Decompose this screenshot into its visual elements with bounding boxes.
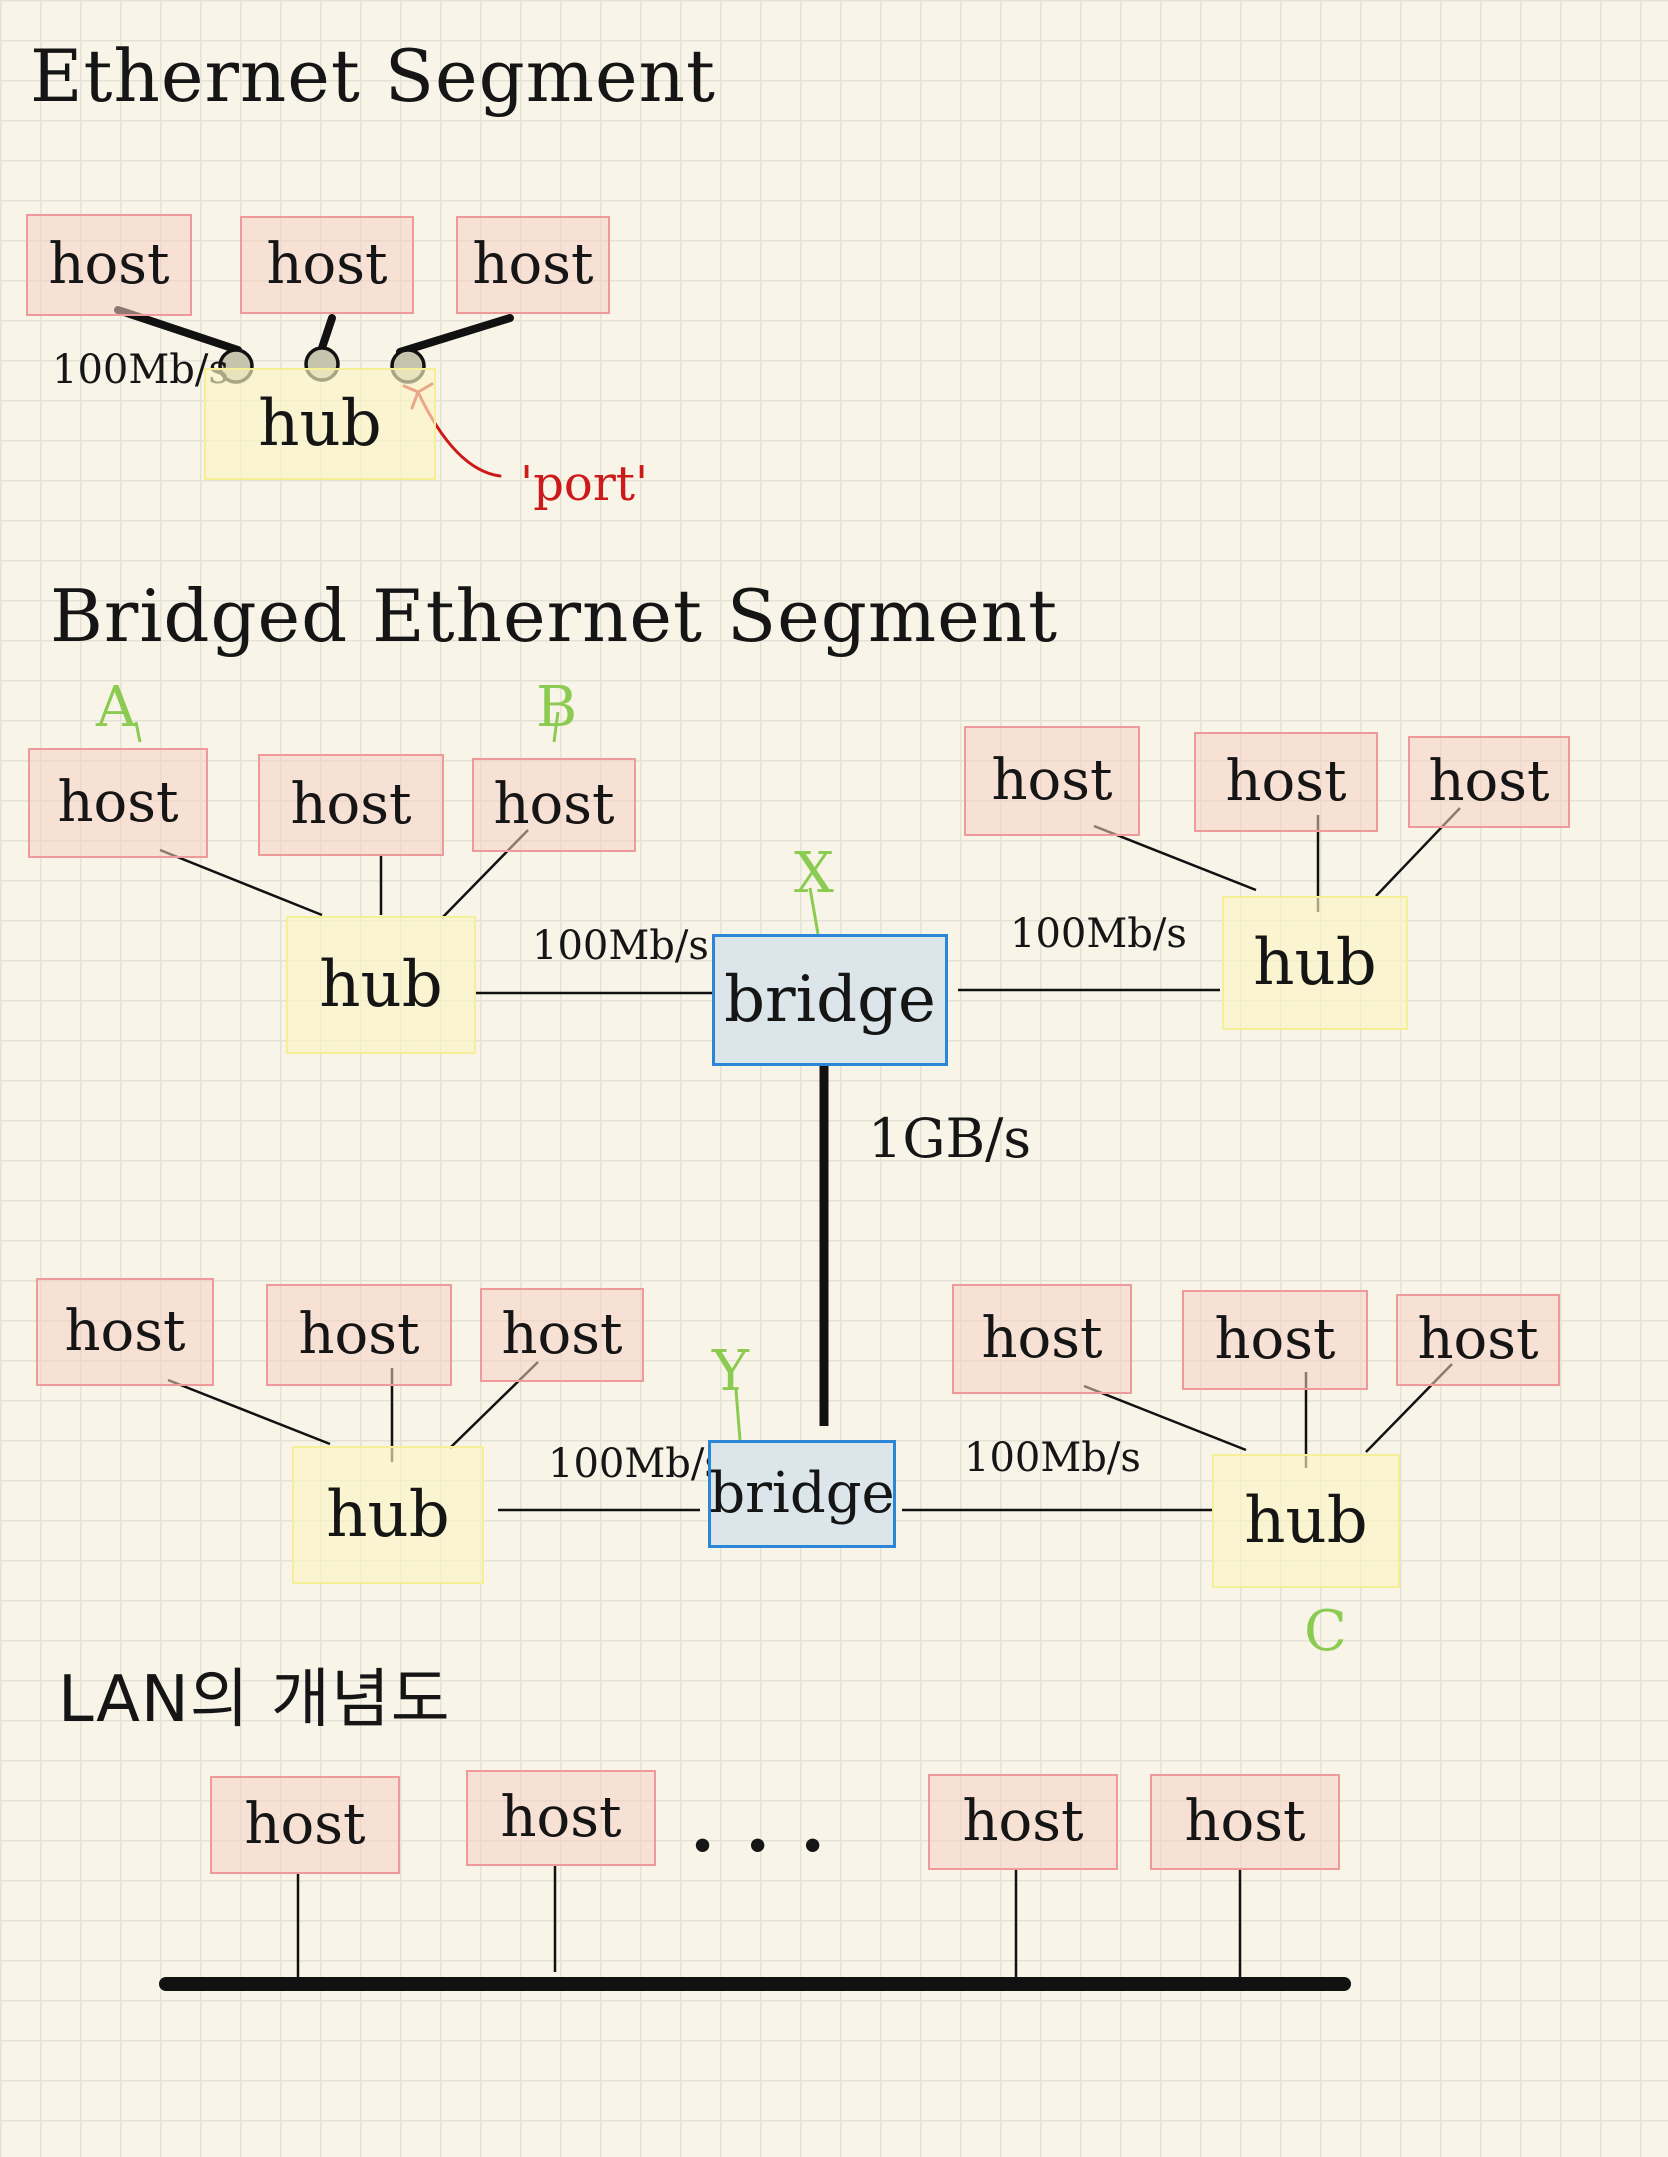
speed-label-hub-bridge: 100Mb/s (1010, 911, 1187, 957)
host-label: host (48, 232, 170, 297)
hub-box: hub (204, 368, 436, 480)
hub-label: hub (1253, 926, 1377, 1000)
host-label: host (991, 748, 1113, 813)
host-box: host (1194, 732, 1378, 832)
hub-box: hub (1222, 896, 1408, 1030)
link-host1-hub (114, 306, 242, 354)
host-box: host (26, 214, 192, 316)
port-annotation: 'port' (520, 456, 649, 512)
host-box: host (928, 1774, 1118, 1870)
section-title-bridged-ethernet-segment: Bridged Ethernet Segment (50, 574, 1059, 658)
host-box: host (28, 748, 208, 858)
host-box: host (240, 216, 414, 314)
link-host2-hub (318, 314, 336, 352)
speed-label-hub-bridge: 100Mb/s (532, 923, 709, 969)
host-label: host (1428, 749, 1550, 814)
speed-label-hub-bridge: 100Mb/s (548, 1441, 725, 1487)
host-label: host (1184, 1789, 1306, 1854)
host-a-annotation: A (96, 675, 137, 740)
hub-label: hub (326, 1478, 450, 1552)
bridge-box-y: bridge (708, 1440, 896, 1548)
bridge-x-annotation: X (794, 841, 834, 906)
host-box: host (210, 1776, 400, 1874)
link-host3-hub (396, 314, 514, 356)
host-b-annotation: B (536, 675, 578, 740)
speed-label-hub-bridge: 100Mb/s (964, 1435, 1141, 1481)
host-label: host (501, 1302, 623, 1367)
hub-label: hub (1244, 1484, 1368, 1558)
bridge-label: bridge (724, 963, 936, 1037)
host-label: host (1225, 749, 1347, 814)
host-label: host (962, 1789, 1084, 1854)
host-box: host (456, 216, 610, 314)
host-box: host (964, 726, 1140, 836)
host-box: host (472, 758, 636, 852)
speed-label-host-link: 100Mb/s (52, 347, 229, 393)
speed-label-backbone: 1GB/s (868, 1107, 1032, 1170)
bridge-y-annotation: Y (712, 1339, 749, 1404)
host-box: host (258, 754, 444, 856)
host-label: host (244, 1792, 366, 1857)
bridge-label: bridge (709, 1461, 895, 1526)
host-label: host (981, 1306, 1103, 1371)
section-title-lan: LAN의 개념도 (58, 1663, 451, 1737)
host-label: host (290, 772, 412, 837)
host-label: host (64, 1299, 186, 1364)
host-label: host (266, 232, 388, 297)
host-label: host (472, 232, 594, 297)
section-title-ethernet-segment: Ethernet Segment (30, 34, 716, 118)
hub-box: hub (286, 916, 476, 1054)
hub-c-annotation: C (1304, 1599, 1347, 1664)
host-box: host (466, 1770, 656, 1866)
host-box: host (36, 1278, 214, 1386)
host-label: host (500, 1785, 622, 1850)
host-box: host (952, 1284, 1132, 1394)
host-box: host (1182, 1290, 1368, 1390)
host-label: host (493, 772, 615, 837)
hub-label: hub (258, 387, 382, 461)
host-box: host (266, 1284, 452, 1386)
host-box: host (480, 1288, 644, 1382)
bridge-box-x: bridge (712, 934, 948, 1066)
hub-label: hub (319, 948, 443, 1022)
ellipsis: ... (690, 1783, 856, 1868)
host-box: host (1408, 736, 1570, 828)
host-box: host (1396, 1294, 1560, 1386)
host-label: host (57, 770, 179, 835)
host-label: host (298, 1302, 420, 1367)
host-label: host (1417, 1307, 1539, 1372)
hub-box: hub (292, 1446, 484, 1584)
host-label: host (1214, 1307, 1336, 1372)
hub-box: hub (1212, 1454, 1400, 1588)
host-box: host (1150, 1774, 1340, 1870)
